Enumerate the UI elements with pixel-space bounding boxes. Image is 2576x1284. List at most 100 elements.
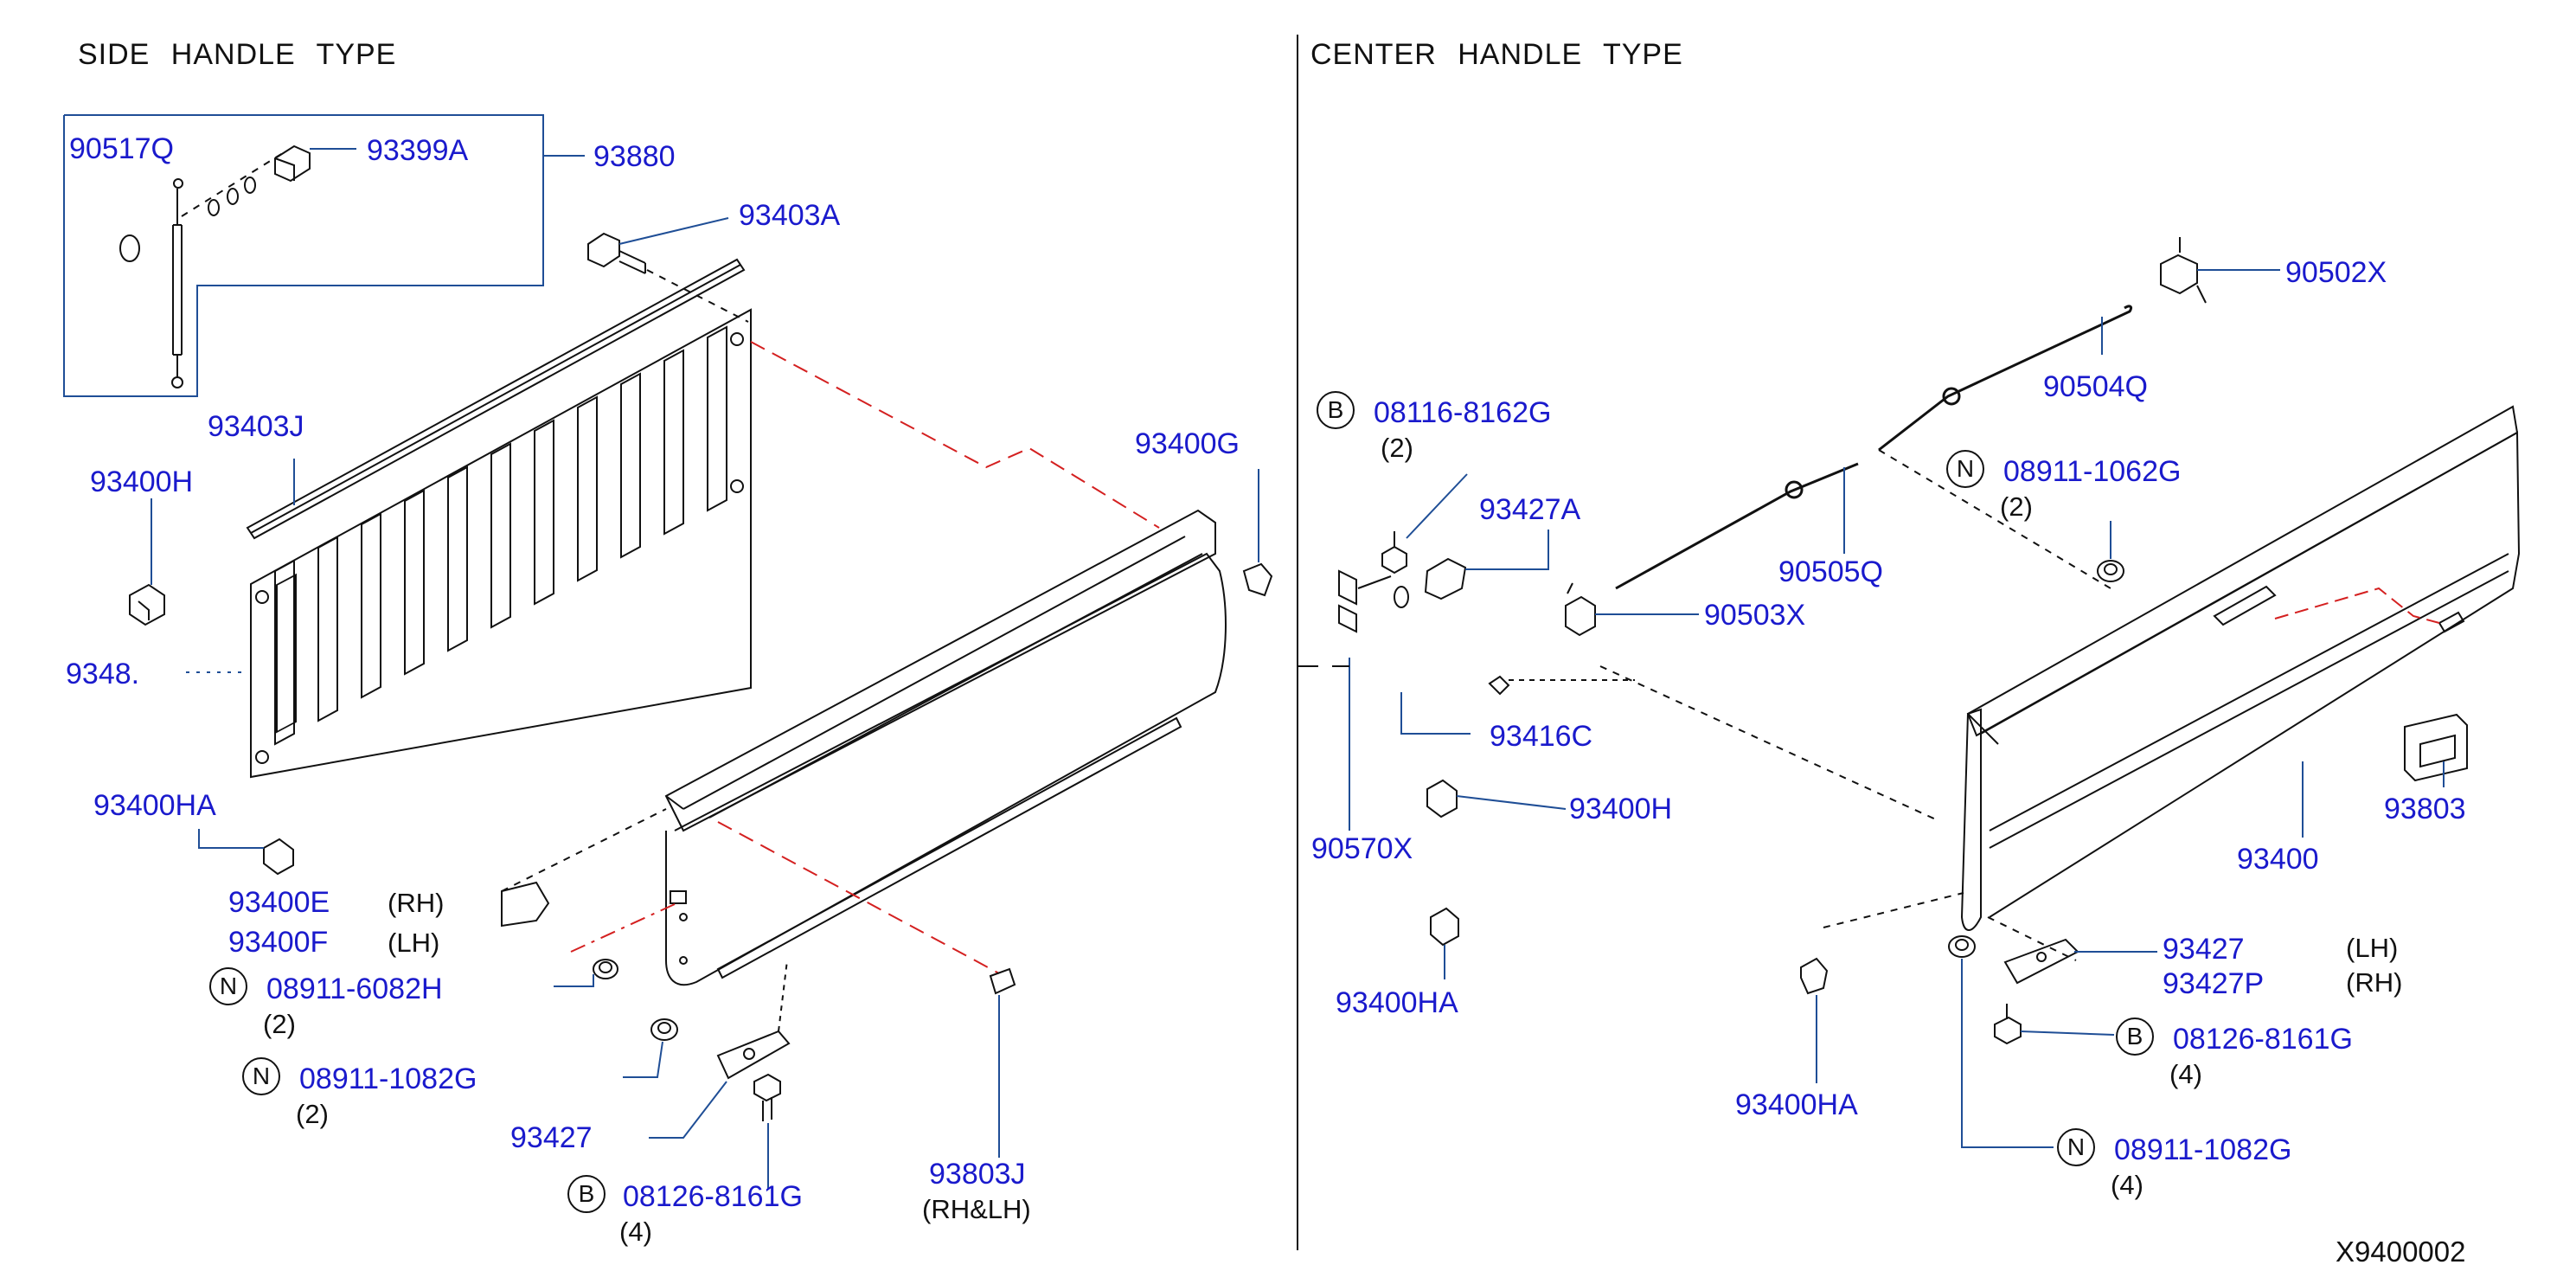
clip-93400HA	[263, 838, 294, 876]
nut-08911-1082G-right	[1948, 935, 1976, 958]
clip-93400HA-right-a	[1430, 907, 1459, 947]
panel-rib-slot	[490, 442, 511, 629]
bolt-08126-8161G-right	[1994, 1004, 2022, 1045]
nut-08911-1062G	[2097, 560, 2124, 582]
clip-93400HA-right-b	[1800, 957, 1829, 995]
qty-08126-8161G-right: (4)	[2169, 1059, 2202, 1089]
label-93403J: 93403J	[208, 410, 304, 443]
washer-93416C	[1394, 586, 1409, 608]
label-93400HA-right-a: 93400HA	[1336, 986, 1458, 1019]
title-side-handle-type: SIDE HANDLE TYPE	[78, 38, 397, 71]
label-93399A: 93399A	[367, 134, 469, 167]
panel-ribs	[274, 325, 727, 746]
prefix-circle-n: N	[242, 1057, 280, 1095]
leader-08911-1082G	[623, 1041, 663, 1078]
panel-rib-slot	[404, 489, 425, 676]
prefix-circle-n: N	[209, 967, 247, 1005]
hinge-93400G	[1242, 562, 1273, 597]
panel-rib-slot	[620, 372, 641, 559]
rod-90504Q	[1878, 305, 2133, 452]
leader-08911-6082H	[554, 974, 594, 987]
leader-93427	[649, 1081, 727, 1139]
prefix-circle-b: B	[567, 1175, 606, 1213]
prefix-circle-n: N	[1946, 450, 1984, 488]
washers-93399A	[208, 144, 311, 216]
label-93427: 93427	[510, 1121, 593, 1154]
panel-rib-slot	[577, 395, 598, 582]
bumper-93400E	[501, 808, 667, 928]
label-93803J: 93803J	[929, 1158, 1026, 1191]
note-rh-right: (RH)	[2346, 967, 2403, 998]
note-lh-right: (LH)	[2346, 933, 2399, 963]
leader-08911-1082G-right	[1961, 959, 2054, 1148]
label-08911-1082G-right: 08911-1082G	[2114, 1133, 2292, 1166]
label-93400HA-right-b: 93400HA	[1735, 1088, 1858, 1121]
label-93427A: 93427A	[1479, 493, 1581, 526]
qty-08116-8162G: (2)	[1381, 433, 1413, 463]
label-08911-6082H: 08911-6082H	[266, 973, 443, 1005]
label-93400H: 93400H	[90, 465, 194, 498]
title-center-handle-type: CENTER HANDLE TYPE	[1310, 38, 1683, 71]
diagram-code: X9400002	[2336, 1236, 2466, 1268]
label-93400H-right: 93400H	[1569, 793, 1673, 825]
panel-rib-slot	[361, 512, 381, 699]
note-rh-left: (RH)	[388, 888, 445, 918]
note-rh-lh: (RH&LH)	[922, 1194, 1031, 1224]
label-93400: 93400	[2237, 843, 2319, 876]
label-93416C: 93416C	[1490, 720, 1593, 753]
label-93400HA: 93400HA	[93, 789, 216, 822]
bolt-08126-8161G	[753, 1073, 781, 1121]
leader-08126-8161G-right	[2020, 1030, 2115, 1036]
label-93427P: 93427P	[2163, 967, 2265, 1000]
outer-tailgate-shell	[664, 509, 1227, 986]
label-08911-1062G: 08911-1062G	[2003, 455, 2182, 488]
leader-93403A	[618, 217, 729, 245]
leader-93400H-right	[1456, 795, 1567, 810]
label-93403A: 93403A	[739, 199, 841, 232]
panel-rib-slot	[707, 325, 727, 512]
label-90503X: 90503X	[1704, 599, 1806, 632]
assembly-guides	[1298, 449, 2111, 961]
prefix-circle-b: B	[1317, 391, 1355, 429]
grommet-90517Q	[119, 234, 140, 262]
label-93803: 93803	[2384, 793, 2466, 825]
clip-93400H	[129, 583, 165, 626]
panel-rib-slot	[317, 536, 338, 722]
gate-strip-93403J	[246, 258, 746, 540]
rod-90505Q	[1615, 462, 1859, 590]
leader-93416C	[1400, 692, 1471, 735]
prefix-circle-n: N	[2057, 1128, 2095, 1166]
tailgate-recess	[2213, 585, 2465, 633]
label-08116-8162G: 08116-8162G	[1374, 396, 1552, 429]
prefix-circle-b: B	[2116, 1018, 2154, 1056]
striker-93427	[716, 960, 791, 1080]
bumper-93427A	[1424, 557, 1467, 600]
label-90517Q: 90517Q	[69, 132, 174, 165]
nut-08911-1082G	[650, 1018, 678, 1041]
qty-08911-6082H: (2)	[263, 1009, 296, 1039]
label-08126-8161G-right: 08126-8161G	[2173, 1023, 2353, 1056]
bolt-08116-8162G	[1381, 531, 1407, 575]
nut-08911-6082H	[593, 959, 618, 979]
label-93400F: 93400F	[228, 926, 329, 959]
red-link-side	[717, 821, 1000, 974]
strut-kit-outline	[63, 114, 585, 397]
red-link-top	[750, 341, 1160, 529]
striker-93427-right	[2003, 938, 2079, 985]
label-08126-8161G: 08126-8161G	[623, 1180, 803, 1213]
leader-08116-8162G	[1406, 473, 1468, 539]
pin-bracket	[1488, 675, 1635, 696]
clip-93400H-right	[1426, 779, 1458, 819]
label-93400E: 93400E	[228, 886, 330, 919]
panel-rib-slot	[447, 465, 468, 652]
label-90504Q: 90504Q	[2043, 370, 2148, 403]
tailgate-93400	[1960, 405, 2521, 931]
label-90505Q: 90505Q	[1778, 555, 1883, 588]
qty-08126-8161G: (4)	[619, 1217, 652, 1247]
inner-tailgate-panel	[250, 308, 752, 779]
label-9348x: 9348.	[66, 658, 140, 690]
panel-rib-slot	[274, 559, 295, 746]
panel-rib-slot	[534, 419, 554, 606]
